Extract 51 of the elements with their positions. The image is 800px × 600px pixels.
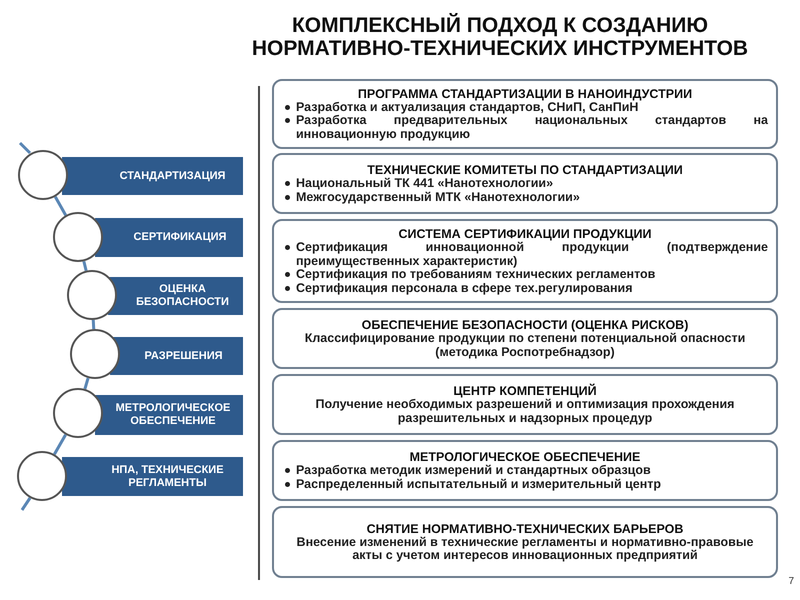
card-heading: ТЕХНИЧЕСКИЕ КОМИТЕТЫ ПО СТАНДАРТИЗАЦИИ bbox=[366, 163, 684, 177]
chain-link bbox=[83, 378, 90, 390]
card-heading: МЕТРОЛОГИЧЕСКОЕ ОБЕСПЕЧЕНИЕ bbox=[408, 450, 642, 464]
bullet-text: Межгосударственный МТК «Нанотехнологии» bbox=[296, 190, 580, 204]
chain-circle bbox=[17, 451, 67, 501]
chain-link bbox=[82, 260, 88, 272]
band-label: ОЦЕНКА БЕЗОПАСНОСТИ bbox=[135, 283, 230, 309]
bullet-text: Распределенный испытательный и измерительный центр bbox=[296, 476, 662, 490]
band-label: МЕТРОЛОГИЧЕСКОЕ ОБЕСПЕЧЕНИЕ bbox=[114, 402, 232, 428]
card-heading: ОБЕСПЕЧЕНИЕ БЕЗОПАСНОСТИ (ОЦЕНКА РИСКОВ) bbox=[360, 318, 690, 332]
chain-link bbox=[54, 196, 68, 216]
slide-title: КОМПЛЕКСНЫЙ ПОДХОД К СОЗДАНИЮ НОРМАТИВНО-ТЕХНИЧЕСКИХ ИНСТРУМЕНТОВ bbox=[250, 14, 750, 60]
info-card bbox=[272, 506, 778, 578]
info-card bbox=[272, 374, 778, 435]
card-heading: ЦЕНТР КОМПЕТЕНЦИЙ bbox=[452, 384, 598, 398]
bullet-text: Сертификация персонала в сфере тех.регулирования bbox=[296, 280, 633, 294]
category-band bbox=[108, 277, 243, 315]
bullet-text: Разработка предварительных национальных стандартов на инновационную продукцию bbox=[296, 113, 768, 141]
page-number: 7 bbox=[788, 576, 794, 587]
card-text: Внесение изменений в технические регламенты и нормативно-правовые акты с учетом интересов инновационных предприятий bbox=[296, 536, 754, 562]
info-card bbox=[272, 219, 778, 303]
card-heading: СИСТЕМА СЕРТИФИКАЦИИ ПРОДУКЦИИ bbox=[398, 227, 652, 241]
band-label: СЕРТИФИКАЦИЯ bbox=[134, 231, 226, 244]
card-text: Классифицирование продукции по степени потенциальной опасности (методика Роспотребнадзор) bbox=[304, 332, 746, 359]
bullet-text: Разработка и актуализация стандартов, СНиП, СанПиН bbox=[296, 100, 638, 114]
chain-circle bbox=[70, 329, 120, 379]
category-band bbox=[110, 337, 243, 375]
band-label: СТАНДАРТИЗАЦИЯ bbox=[120, 170, 226, 182]
category-band bbox=[62, 157, 243, 195]
chain-circle bbox=[67, 270, 117, 320]
info-card bbox=[272, 79, 778, 149]
info-card bbox=[272, 440, 778, 501]
chain-link bbox=[53, 434, 67, 456]
chain-circle bbox=[53, 388, 103, 438]
card-heading: ПРОГРАММА СТАНДАРТИЗАЦИИ В НАНОИНДУСТРИИ bbox=[356, 86, 694, 101]
category-band bbox=[95, 218, 243, 257]
chain-circle bbox=[53, 212, 103, 262]
bullet-text: Сертификация по требованиям технических регламентов bbox=[296, 267, 656, 281]
band-label: НПА, ТЕХНИЧЕСКИЕ РЕГЛАМЕНТЫ bbox=[110, 464, 225, 490]
bullet-text: Разработка методик измерений и стандартных образцов bbox=[296, 463, 651, 477]
bullet-text: Национальный ТК 441 «Нанотехнологии» bbox=[296, 176, 554, 190]
bullet-text: Сертификация инновационной продукции (подтверждение преимущественных характеристик) bbox=[296, 240, 768, 268]
category-band bbox=[95, 395, 243, 435]
info-card bbox=[272, 153, 778, 214]
chain-circle bbox=[18, 150, 68, 200]
band-label: РАЗРЕШЕНИЯ bbox=[144, 350, 223, 362]
chain-link bbox=[92, 320, 96, 330]
category-band bbox=[62, 457, 243, 496]
card-text: Получение необходимых разрешений и оптимизация прохождения разрешительных и надзорных процедур bbox=[314, 398, 736, 425]
card-heading: СНЯТИЕ НОРМАТИВНО-ТЕХНИЧЕСКИХ БАРЬЕРОВ bbox=[366, 522, 684, 536]
info-card bbox=[272, 308, 778, 369]
